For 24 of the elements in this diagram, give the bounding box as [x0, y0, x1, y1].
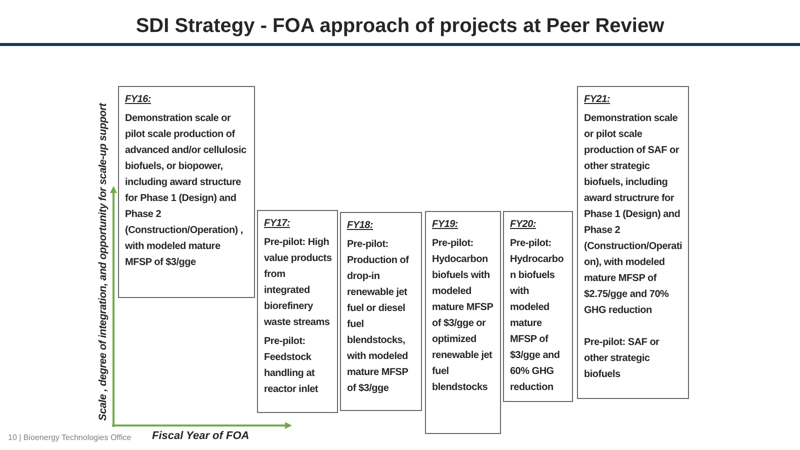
project-box	[257, 210, 338, 413]
project-box	[425, 211, 501, 434]
footer-text: 10 | Bioenergy Technologies Office	[8, 433, 132, 442]
year-heading: FY18:	[347, 219, 374, 233]
description-text: Pre-pilot: Feedstock handling at reactor inlet	[264, 335, 319, 397]
axis-label: Fiscal Year of FOA	[152, 430, 250, 443]
project-box	[577, 86, 689, 399]
year-heading: FY16:	[125, 93, 152, 107]
project-box	[503, 211, 573, 402]
project-box	[340, 212, 422, 411]
project-box	[118, 86, 255, 298]
description-text: Pre-pilot: High value products from integrated biorefinery waste streams	[264, 236, 332, 330]
description-text: Pre-pilot: SAF or other strategic biofuels	[584, 336, 660, 382]
axis-label: Scale , degree of integration, and opportunity for scale-up support	[97, 103, 109, 421]
year-heading: FY21:	[584, 93, 611, 107]
description-text: Demonstration scale or pilot scale production of SAF or other strategic biofuels, including award structrure for Phase 1 (Design) and Phase 2 (Construction/Operation), with modeled mature MFSP of $2.75/gge and 70% GHG reduction	[584, 112, 683, 318]
year-heading: FY17:	[264, 217, 291, 231]
slide-title: SDI Strategy - FOA approach of projects at Peer Review	[134, 14, 666, 39]
description-text: Pre-pilot: Hydrocarbon biofuels with modeled mature MFSP of $3/gge and 60% GHG reduction	[510, 237, 565, 395]
description-text: Pre-pilot: Hydocarbon biofuels with modeled mature MFSP of $3/gge or optimized renewable jet fuel blendstocks	[432, 237, 494, 395]
year-heading: FY19:	[432, 218, 459, 232]
description-text: Demonstration scale or pilot scale production of advanced and/or cellulosic biofuels, or biopower, including award structure for Phase 1 (Design) and Phase 2 (Construction/Operation) , with modeled mature MFSP of $3/gge	[125, 112, 248, 270]
year-heading: FY20:	[510, 218, 537, 232]
description-text: Pre-pilot: Production of drop-in renewable jet fuel or diesel fuel blendstocks, with modeled mature MFSP of $3/gge	[347, 238, 410, 396]
